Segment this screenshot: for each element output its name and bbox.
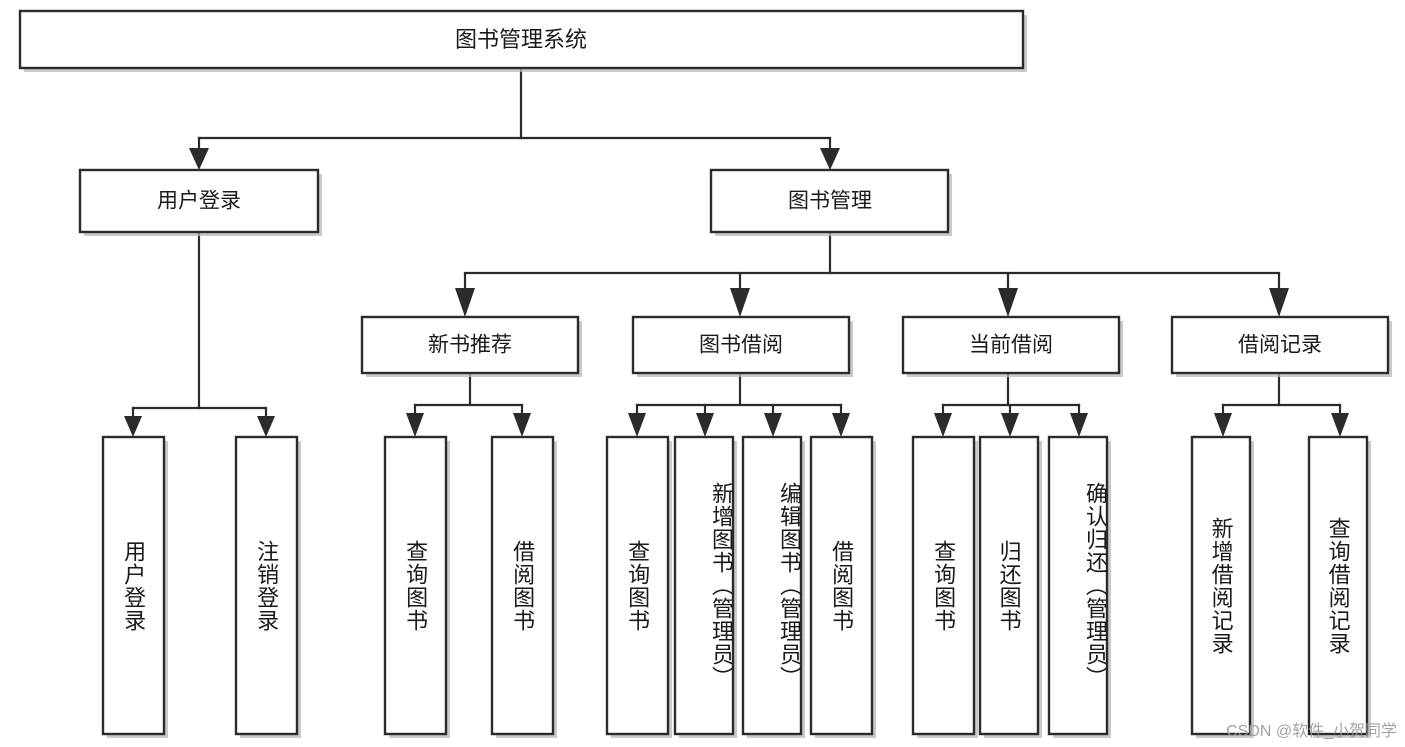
arrowhead-leaf-borrow-book-1 — [513, 413, 531, 437]
node-root[interactable]: 图书管理系统 — [18, 9, 1027, 72]
arrowhead-leaf-query-book-3 — [934, 413, 952, 437]
connector-group-root — [189, 66, 840, 170]
arrowhead-borrowrecord — [1269, 288, 1289, 317]
connector-group-newbookrec — [406, 371, 531, 437]
node-new-book-rec[interactable]: 新书推荐 — [360, 315, 582, 377]
csdn-watermark: CSDN @软件_小贺同学 — [1226, 723, 1397, 740]
arrowhead-currentborrow — [998, 288, 1018, 317]
connector-group-bookborrow — [628, 371, 850, 437]
node-book-borrow[interactable]: 图书借阅 — [631, 315, 853, 377]
arrowhead-leaf-return-book — [1001, 413, 1019, 437]
leaf-query-record[interactable] — [1307, 435, 1371, 738]
leaf-query-book-3[interactable] — [911, 435, 978, 738]
arrowhead-leaf-query-record — [1331, 413, 1349, 437]
leaf-query-book-1[interactable] — [383, 435, 450, 738]
connector-group-bookmanage — [455, 230, 1289, 317]
connector-group-borrowrecord — [1214, 371, 1349, 437]
node-user-login[interactable]: 用户登录 — [78, 168, 322, 236]
leaf-borrow-book-2[interactable] — [809, 435, 876, 738]
leaf-confirm-return[interactable] — [1047, 435, 1111, 738]
arrowhead-bookborrow — [730, 288, 750, 317]
leaf-return-book[interactable] — [978, 435, 1042, 738]
node-current-borrow-label: 当前借阅 — [969, 334, 1053, 357]
leaf-logout[interactable] — [234, 435, 301, 738]
leaf-edit-book[interactable] — [741, 435, 805, 738]
node-book-manage[interactable]: 图书管理 — [709, 168, 952, 236]
node-book-manage-label: 图书管理 — [788, 190, 872, 213]
node-current-borrow[interactable]: 当前借阅 — [901, 315, 1123, 377]
arrowhead-leaf-edit-book — [764, 413, 782, 437]
arrowhead-leaf-query-book-2 — [628, 413, 646, 437]
arrowhead-leaf-add-book — [696, 413, 714, 437]
node-book-borrow-label: 图书借阅 — [699, 334, 783, 357]
node-root-label: 图书管理系统 — [455, 27, 587, 52]
connector-group-currentborrow — [934, 371, 1088, 437]
arrowhead-newbookrec — [455, 288, 475, 317]
arrowhead-userlogin — [189, 148, 209, 170]
arrowhead-leaf-query-book-1 — [406, 413, 424, 437]
node-borrow-record-label: 借阅记录 — [1238, 334, 1322, 357]
arrowhead-leaf-confirm-return — [1070, 413, 1088, 437]
arrowhead-leaf-user-login — [124, 416, 142, 437]
arrowhead-leaf-borrow-book-2 — [832, 413, 850, 437]
node-new-book-rec-label: 新书推荐 — [428, 334, 512, 357]
arrowhead-leaf-add-record — [1214, 413, 1232, 437]
leaf-add-book[interactable] — [673, 435, 737, 738]
arrowhead-bookmanage — [820, 148, 840, 170]
leaf-borrow-book-1[interactable] — [490, 435, 557, 738]
leaf-add-record[interactable] — [1190, 435, 1254, 738]
node-borrow-record[interactable]: 借阅记录 — [1170, 315, 1392, 377]
node-user-login-label: 用户登录 — [157, 190, 241, 213]
arrowhead-leaf-logout — [257, 416, 275, 437]
leaf-query-book-2[interactable] — [605, 435, 672, 738]
leaf-user-login[interactable] — [101, 435, 168, 738]
connector-group-userlogin — [124, 230, 275, 437]
